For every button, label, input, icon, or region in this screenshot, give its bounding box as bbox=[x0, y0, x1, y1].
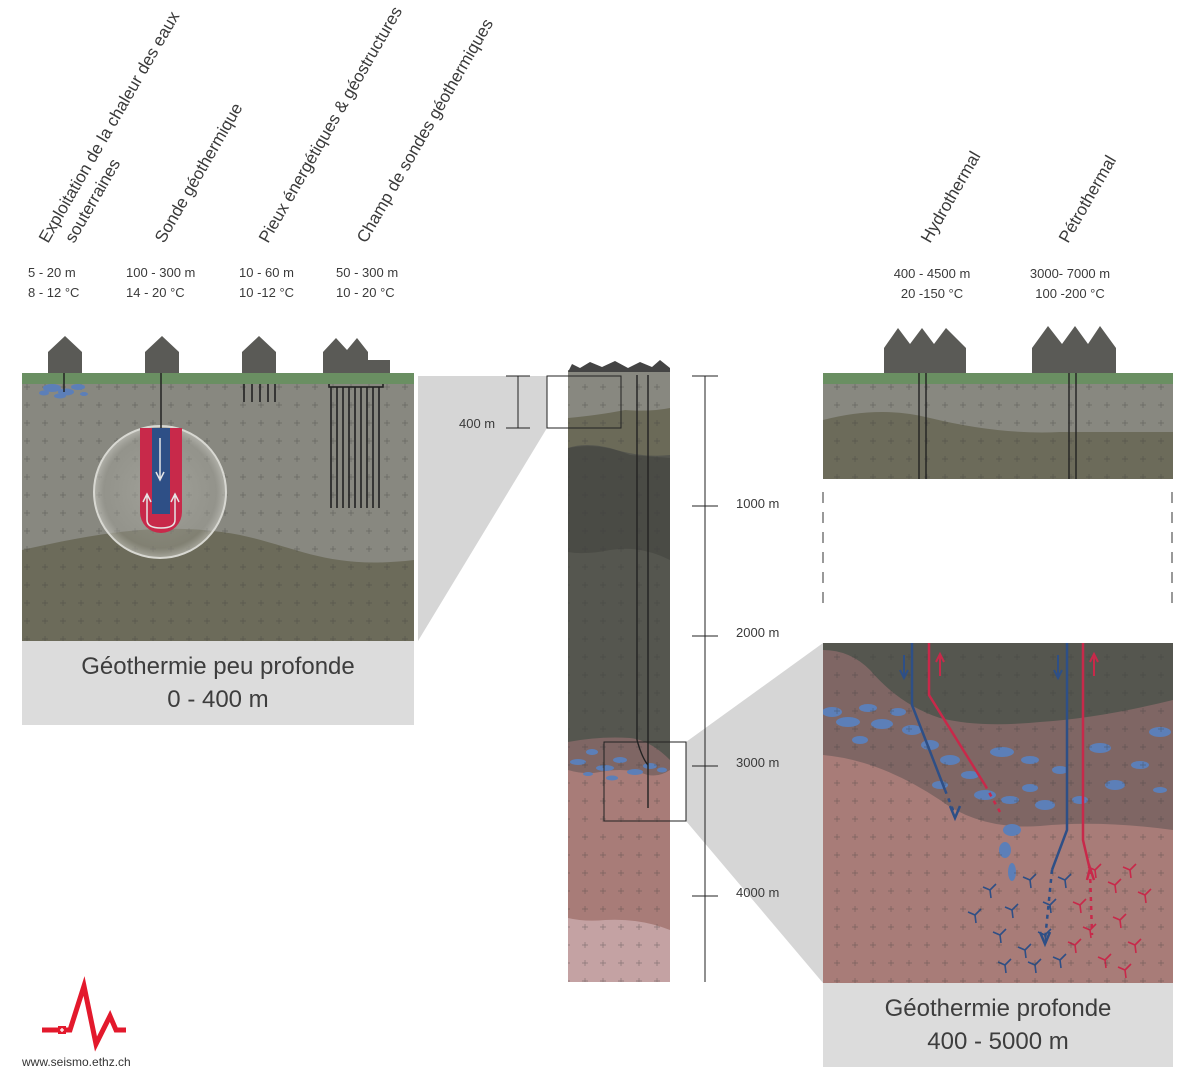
hydrothermal-wells bbox=[899, 643, 1002, 822]
depth-scale: 1000 m 2000 m 3000 m 4000 m bbox=[692, 375, 779, 982]
seismogram-icon bbox=[42, 976, 126, 1052]
type-depth-piles: 10 - 60 m bbox=[239, 265, 294, 280]
seismo-logo[interactable]: www.seismo.ethz.ch bbox=[21, 976, 131, 1069]
type-temp-groundwater: 8 - 12 °C bbox=[28, 285, 79, 300]
shallow-caption-line1: Géothermie peu profonde bbox=[81, 653, 355, 680]
scale-tick-4000: 4000 m bbox=[736, 885, 779, 900]
type-temp-piles: 10 -12 °C bbox=[239, 285, 294, 300]
shallow-grass bbox=[22, 373, 414, 384]
type-depth-petrothermal: 3000- 7000 m bbox=[1030, 266, 1110, 281]
zoom-marker-label: 400 m bbox=[459, 416, 495, 431]
scale-tick-3000: 3000 m bbox=[736, 755, 779, 770]
shallow-type-piles: Pieux énergétiques & géostructures 10 - … bbox=[239, 3, 406, 300]
shallow-type-probe: Sonde géothermique 100 - 300 m 14 - 20 °… bbox=[126, 100, 246, 300]
zoom-box-deep bbox=[603, 741, 687, 822]
type-depth-probe: 100 - 300 m bbox=[126, 265, 195, 280]
type-title-hydrothermal: Hydrothermal bbox=[917, 148, 984, 246]
type-title-petrothermal: Pétrothermal bbox=[1055, 152, 1120, 246]
type-temp-probe-field: 10 - 20 °C bbox=[336, 285, 395, 300]
deep-panel-top bbox=[822, 326, 1173, 605]
zoom-box-shallow bbox=[546, 375, 622, 429]
type-depth-probe-field: 50 - 300 m bbox=[336, 265, 398, 280]
zoom-connector-deep bbox=[686, 643, 823, 983]
logo-url: www.seismo.ethz.ch bbox=[21, 1055, 131, 1069]
scale-tick-2000: 2000 m bbox=[736, 625, 779, 640]
type-title-probe: Sonde géothermique bbox=[151, 100, 246, 246]
deep-caption-box bbox=[823, 983, 1173, 1067]
type-temp-hydrothermal: 20 -150 °C bbox=[901, 286, 963, 301]
scale-tick-1000: 1000 m bbox=[736, 496, 779, 511]
type-depth-hydrothermal: 400 - 4500 m bbox=[894, 266, 971, 281]
deep-caption-line2: 400 - 5000 m bbox=[927, 1028, 1068, 1055]
type-depth-groundwater: 5 - 20 m bbox=[28, 265, 76, 280]
shallow-buildings bbox=[48, 336, 390, 373]
shallow-caption-box bbox=[22, 641, 414, 725]
type-temp-probe: 14 - 20 °C bbox=[126, 285, 185, 300]
shallow-caption-line2: 0 - 400 m bbox=[167, 686, 268, 713]
petrothermal-wells bbox=[1038, 643, 1099, 948]
deep-type-hydrothermal: Hydrothermal 400 - 4500 m 20 -150 °C bbox=[894, 148, 985, 301]
center-column bbox=[546, 360, 687, 982]
zoom-depth-marker: 400 m bbox=[459, 375, 530, 431]
type-temp-petrothermal: 100 -200 °C bbox=[1035, 286, 1105, 301]
type-title-groundwater-line1: Exploitation de la chaleur des eaux bbox=[35, 8, 184, 246]
shallow-type-groundwater: Exploitation de la chaleur des eaux sout… bbox=[28, 8, 184, 300]
shallow-panel bbox=[22, 376, 414, 641]
deep-panel-bottom bbox=[823, 643, 1173, 983]
deep-type-petrothermal: Pétrothermal 3000- 7000 m 100 -200 °C bbox=[1030, 152, 1120, 301]
groundwater-blobs bbox=[39, 384, 88, 399]
zoom-connector-shallow bbox=[418, 376, 547, 641]
deep-caption-line1: Géothermie profonde bbox=[885, 995, 1112, 1022]
